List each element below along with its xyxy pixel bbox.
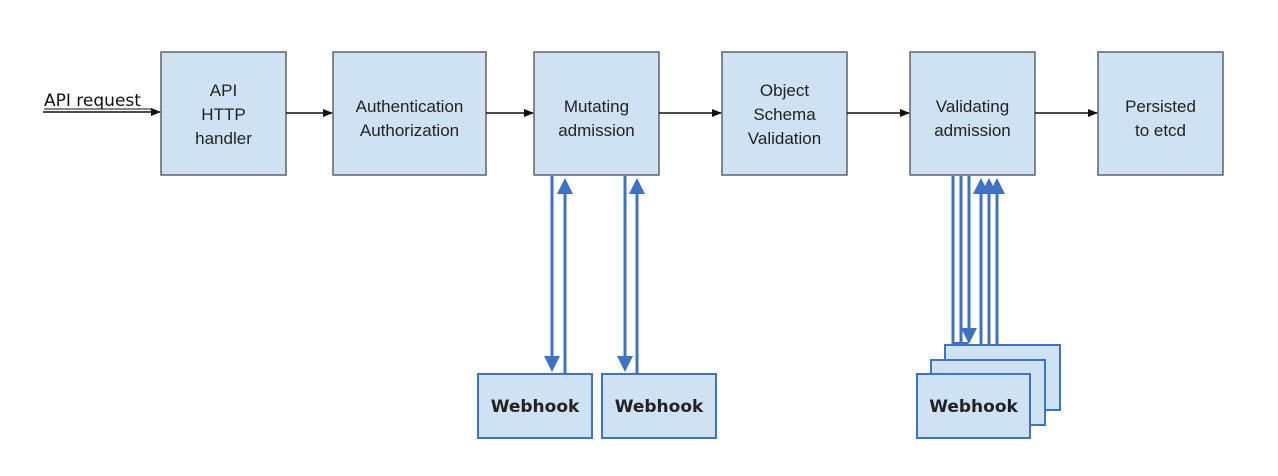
api-request-label: API request [44, 91, 141, 111]
stage-label-line: Validating [936, 97, 1009, 116]
stage-label-line: API [210, 81, 237, 100]
arrowhead [629, 178, 645, 194]
stage-label-line: Persisted [1125, 97, 1196, 116]
stage-box [160, 51, 287, 176]
stage-label-line: Authorization [360, 121, 459, 140]
stage-label-line: admission [934, 121, 1011, 140]
webhook-box: Webhook [601, 373, 717, 439]
stage-mutating-admission: Mutating admission [533, 51, 660, 176]
stage-box [332, 51, 487, 176]
stage-validating-admission: Validating admission [909, 51, 1036, 176]
arrowhead [557, 178, 573, 194]
stage-label-line: Validation [748, 129, 821, 148]
arrowhead [617, 356, 633, 372]
stage-persisted-to-etcd: Persisted to etcd [1097, 51, 1224, 176]
webhook-label: Webhook [615, 397, 704, 417]
arrowhead [989, 178, 1005, 194]
arrowhead [961, 328, 977, 344]
stage-label-line: HTTP [201, 105, 245, 124]
stage-box [721, 51, 848, 176]
stage-box [533, 51, 660, 176]
stage-label-line: Authentication [356, 97, 464, 116]
stage-label-line: admission [558, 121, 635, 140]
webhook-box: Webhook [916, 373, 1031, 439]
stage-label-line: Mutating [564, 97, 629, 116]
stage-label-line: Object [760, 81, 809, 100]
stage-label-line: handler [195, 129, 252, 148]
webhook-box: Webhook [477, 373, 593, 439]
webhook-label: Webhook [491, 397, 580, 417]
stage-box [1097, 51, 1224, 176]
stage-label-line: Schema [753, 105, 816, 124]
stage-api-http-handler: API HTTP handler [160, 51, 287, 176]
stage-label-line: to etcd [1135, 121, 1186, 140]
arrowhead [544, 356, 560, 372]
webhook-label: Webhook [929, 397, 1018, 417]
